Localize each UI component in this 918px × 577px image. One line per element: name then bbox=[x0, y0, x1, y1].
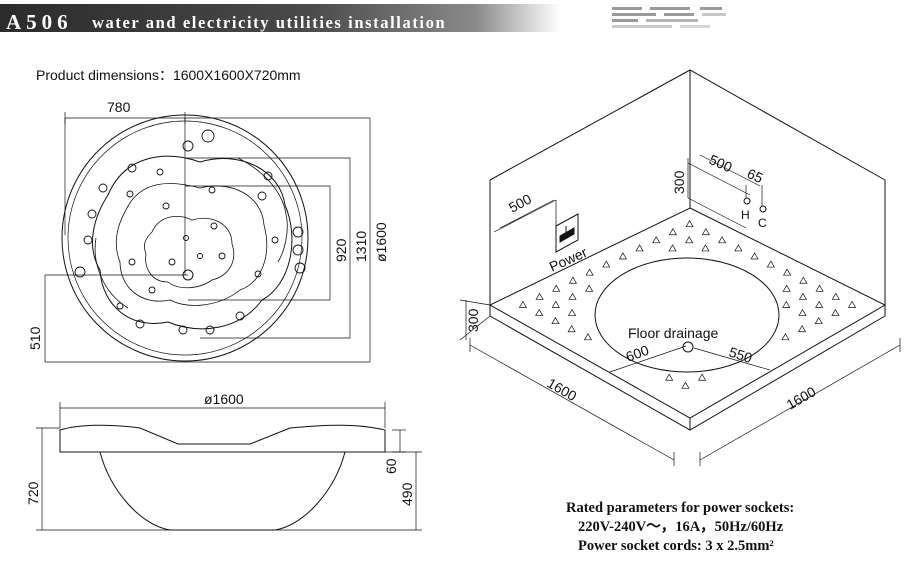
dim-1310: 1310 bbox=[353, 231, 369, 262]
power-label: Power bbox=[547, 244, 590, 275]
dim-920: 920 bbox=[333, 238, 349, 262]
top-view-dimensions bbox=[44, 112, 371, 363]
dim-diameter-1600-side: ø1600 bbox=[204, 391, 244, 407]
page-title: water and electricity utilities installa… bbox=[92, 13, 447, 32]
parameters-line-cords: Power socket cords: 3 x 2.5mm² bbox=[578, 538, 774, 554]
side-view: ø1600 720 60 490 bbox=[25, 391, 422, 531]
tile-triangle bbox=[552, 284, 561, 292]
basin-floor bbox=[144, 216, 235, 289]
tile-triangle bbox=[734, 244, 743, 252]
tile-triangle bbox=[567, 308, 577, 316]
tile-triangle bbox=[518, 300, 528, 308]
top-view: Product dimensions：1600X1600X720mm bbox=[27, 67, 389, 363]
model-code: A506 bbox=[6, 10, 73, 34]
dim-510: 510 bbox=[27, 326, 43, 350]
room-view: 500 65 300 500 Power H C 300 Floor drain… bbox=[459, 69, 901, 466]
tile-triangle bbox=[585, 284, 594, 292]
tile-triangle bbox=[798, 308, 807, 316]
dim-60: 60 bbox=[383, 458, 399, 474]
tile-triangle bbox=[618, 252, 628, 260]
tile-triangle bbox=[567, 325, 576, 333]
hot-water-inlet bbox=[743, 197, 751, 205]
tile-triangle bbox=[568, 276, 578, 284]
tile-triangle bbox=[685, 236, 694, 244]
power-socket bbox=[555, 213, 579, 253]
dim-500-top: 500 bbox=[707, 151, 735, 175]
basin-contour bbox=[115, 183, 268, 306]
tile-triangle bbox=[797, 325, 807, 333]
armrest-rib-right bbox=[237, 157, 288, 263]
dim-600: 600 bbox=[624, 342, 652, 365]
tile-triangle bbox=[799, 276, 808, 284]
tile-triangle bbox=[568, 292, 577, 300]
dim-500-left: 500 bbox=[506, 190, 534, 215]
tile-triangle bbox=[815, 300, 824, 308]
tub-body-profile bbox=[99, 451, 346, 531]
tub-rim-profile bbox=[59, 424, 386, 453]
dim-1600-left: 1600 bbox=[545, 375, 580, 405]
dim-300-left: 300 bbox=[465, 308, 481, 332]
water-inlets bbox=[743, 197, 767, 213]
dim-780: 780 bbox=[107, 99, 131, 115]
tile-triangle bbox=[685, 219, 694, 228]
cold-water-inlet bbox=[759, 205, 767, 213]
tile-triangle bbox=[750, 252, 759, 260]
cold-label: C bbox=[758, 216, 767, 230]
tile-triangle bbox=[551, 300, 560, 308]
tile-triangle bbox=[681, 381, 690, 389]
dim-diameter-1600-top: ø1600 bbox=[373, 222, 389, 262]
room-view-dimensions bbox=[459, 154, 901, 466]
tile-triangle bbox=[701, 244, 710, 252]
tile-triangle bbox=[847, 300, 857, 308]
dim-720: 720 bbox=[25, 481, 41, 505]
tile-triangle bbox=[583, 333, 593, 341]
tile-triangle bbox=[665, 373, 674, 381]
massage-jets bbox=[74, 129, 306, 335]
tile-triangle bbox=[535, 292, 544, 300]
parameters-line-voltage: 220V-240V～，16A，50Hz/60Hz bbox=[578, 519, 784, 535]
wall-top-edges bbox=[489, 69, 886, 181]
dim-490: 490 bbox=[399, 482, 415, 506]
tile-triangle bbox=[782, 268, 792, 276]
tile-triangle bbox=[782, 300, 791, 308]
tile-triangle bbox=[551, 316, 560, 325]
tile-triangle bbox=[668, 228, 678, 236]
tile-triangle bbox=[781, 333, 790, 341]
tile-triangle bbox=[717, 236, 727, 244]
dim-550: 550 bbox=[727, 344, 754, 367]
tile-triangle bbox=[782, 284, 791, 292]
side-view-dimensions bbox=[36, 402, 422, 531]
tile-triangle bbox=[831, 308, 840, 316]
power-socket-parameters: Rated parameters for power sockets: 220V… bbox=[566, 499, 794, 556]
header-bar: A506 water and electricity utilities ins… bbox=[0, 0, 918, 38]
tile-triangle bbox=[766, 260, 775, 268]
tile-triangle bbox=[602, 260, 611, 268]
hot-label: H bbox=[741, 208, 750, 222]
dim-300-top: 300 bbox=[671, 170, 687, 194]
seating-contour bbox=[92, 155, 293, 330]
dim-65: 65 bbox=[745, 165, 766, 186]
tile-triangle bbox=[668, 244, 677, 252]
parameters-heading: Rated parameters for power sockets: bbox=[566, 500, 795, 516]
product-dimensions-label: Product dimensions：1600X1600X720mm bbox=[36, 67, 301, 83]
floor-drainage-label: Floor drainage bbox=[628, 325, 718, 341]
tile-triangle bbox=[635, 244, 644, 252]
floor-tile-pattern bbox=[518, 219, 857, 389]
tub-opening bbox=[594, 257, 780, 373]
tile-triangle bbox=[814, 316, 823, 325]
tile-triangle bbox=[831, 292, 840, 300]
tile-triangle bbox=[815, 284, 824, 292]
dim-1600-right: 1600 bbox=[784, 383, 819, 413]
tile-triangle bbox=[798, 292, 808, 300]
tile-triangle bbox=[535, 308, 544, 316]
tile-triangle bbox=[652, 236, 661, 244]
tile-triangle bbox=[701, 228, 710, 236]
tile-triangle bbox=[697, 373, 707, 381]
tile-triangle bbox=[585, 268, 594, 276]
title-band: A506 water and electricity utilities ins… bbox=[0, 4, 560, 34]
